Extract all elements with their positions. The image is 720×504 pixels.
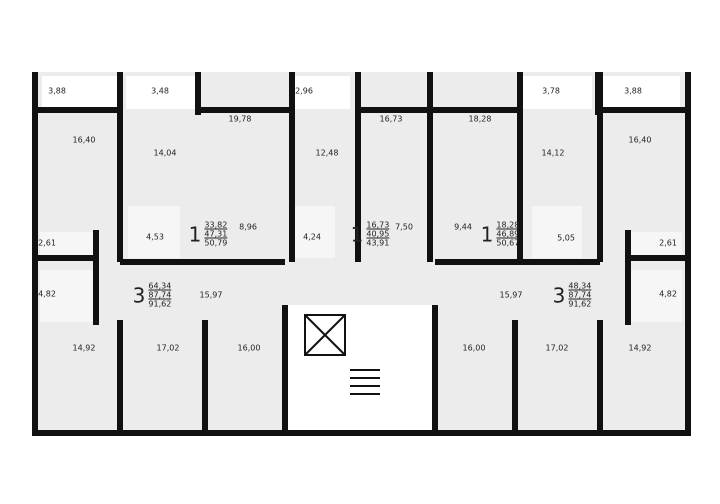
area-label: 7,50 — [395, 222, 413, 232]
room-count: 1 — [350, 222, 364, 246]
area-label: 16,40 — [72, 135, 96, 145]
area-with-balcony: 91,62 — [568, 299, 592, 309]
living-area: 64,34 — [148, 281, 172, 291]
living-area: 18,28 — [496, 220, 520, 230]
area-label: 16,00 — [237, 343, 261, 353]
area-label: 15,97 — [499, 290, 523, 300]
wet-rooms — [40, 206, 682, 322]
area-label: 15,97 — [199, 290, 223, 300]
area-label: 3,88 — [624, 86, 642, 96]
area-with-balcony: 50,67 — [496, 238, 520, 248]
area-label: 14,92 — [628, 343, 652, 353]
area-label: 4,53 — [146, 232, 164, 242]
area-label: 4,24 — [303, 232, 321, 242]
room-count: 1 — [480, 222, 494, 246]
area-label: 18,28 — [468, 114, 492, 124]
area-label: 14,92 — [72, 343, 96, 353]
area-label: 3,88 — [48, 86, 66, 96]
area-label: 16,73 — [379, 114, 403, 124]
total-area: 87,74 — [568, 290, 592, 300]
walls — [32, 72, 691, 436]
room-count: 3 — [132, 283, 146, 307]
area-label: 5,05 — [557, 233, 575, 243]
area-label: 4,82 — [38, 289, 56, 299]
total-area: 46,89 — [496, 229, 520, 239]
living-area: 48,34 — [568, 281, 592, 291]
total-area: 40,95 — [366, 229, 390, 239]
total-area: 87,74 — [148, 290, 172, 300]
area-label: 2,61 — [38, 238, 56, 248]
area-label: 14,04 — [153, 148, 177, 158]
area-label: 4,82 — [659, 289, 677, 299]
area-label: 17,02 — [156, 343, 180, 353]
area-label: 8,96 — [239, 222, 257, 232]
room-count: 3 — [552, 283, 566, 307]
area-label: 3,48 — [151, 86, 169, 96]
area-with-balcony: 91,62 — [148, 299, 172, 309]
area-label: 14,12 — [541, 148, 565, 158]
stair-details — [304, 314, 380, 395]
area-label: 9,44 — [454, 222, 472, 232]
area-label: 2,96 — [295, 86, 313, 96]
living-area: 16,73 — [366, 220, 390, 230]
room-count: 1 — [188, 222, 202, 246]
area-with-balcony: 50,79 — [204, 238, 228, 248]
living-area: 33,82 — [204, 220, 228, 230]
area-label: 16,40 — [628, 135, 652, 145]
total-area: 47,31 — [204, 229, 228, 239]
area-label: 16,00 — [462, 343, 486, 353]
area-label: 3,78 — [542, 86, 560, 96]
area-label: 19,78 — [228, 114, 252, 124]
balconies — [42, 76, 680, 109]
area-with-balcony: 43,91 — [366, 238, 390, 248]
area-label: 12,48 — [315, 148, 339, 158]
area-label: 2,61 — [659, 238, 677, 248]
area-label: 17,02 — [545, 343, 569, 353]
